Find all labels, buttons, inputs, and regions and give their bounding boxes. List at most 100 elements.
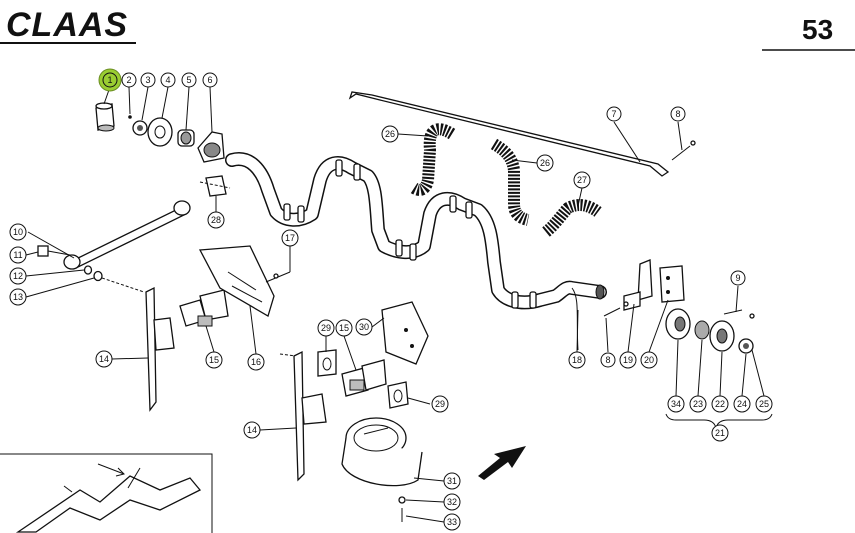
part-13-nut <box>93 270 145 293</box>
callout-13[interactable]: 13 <box>9 288 27 306</box>
part-20-hinge <box>659 265 685 303</box>
callout-20[interactable]: 20 <box>640 351 658 369</box>
inset-detail <box>0 453 213 533</box>
svg-text:29: 29 <box>321 323 331 333</box>
callout-29-upper[interactable]: 29 <box>317 319 335 337</box>
callout-1-highlight <box>98 68 122 92</box>
callout-19[interactable]: 19 <box>619 351 637 369</box>
callout-14-left[interactable]: 14 <box>95 350 113 368</box>
svg-text:3: 3 <box>145 75 150 85</box>
callout-14-middle[interactable]: 14 <box>243 421 261 439</box>
callout-18[interactable]: 18 <box>568 351 586 369</box>
svg-text:1: 1 <box>107 75 112 85</box>
callout-8-right[interactable]: 8 <box>600 352 616 368</box>
part-8-bolt-right <box>603 301 629 317</box>
part-1-bushing <box>95 102 115 132</box>
direction-arrow <box>478 446 526 480</box>
callout-12[interactable]: 12 <box>9 267 27 285</box>
callout-7[interactable]: 7 <box>606 106 622 122</box>
svg-text:22: 22 <box>715 399 725 409</box>
callout-6[interactable]: 6 <box>202 72 218 88</box>
part-9-bolts <box>723 309 755 319</box>
callout-31[interactable]: 31 <box>443 472 461 490</box>
callout-2[interactable]: 2 <box>121 72 137 88</box>
callout-33[interactable]: 33 <box>443 513 461 531</box>
svg-text:23: 23 <box>693 399 703 409</box>
callout-17[interactable]: 17 <box>281 229 299 247</box>
svg-text:2: 2 <box>126 75 131 85</box>
callout-24[interactable]: 24 <box>733 395 751 413</box>
part-6-housing <box>197 131 225 163</box>
part-10-rod <box>63 200 191 270</box>
callout-3[interactable]: 3 <box>140 72 156 88</box>
svg-text:14: 14 <box>99 354 109 364</box>
svg-text:16: 16 <box>251 357 261 367</box>
part-32-washer <box>398 496 406 504</box>
callout-16[interactable]: 16 <box>247 353 265 371</box>
callout-5[interactable]: 5 <box>181 72 197 88</box>
part-29-pad-upper <box>317 349 337 377</box>
svg-text:15: 15 <box>339 323 349 333</box>
part-26-hose-a <box>410 123 456 196</box>
svg-text:9: 9 <box>735 273 740 283</box>
callout-34[interactable]: 34 <box>667 395 685 413</box>
page-number: 53 <box>802 14 833 45</box>
callout-leaders <box>25 86 765 523</box>
svg-text:13: 13 <box>13 292 23 302</box>
callout-4[interactable]: 4 <box>160 72 176 88</box>
part-14-bracket-middle <box>279 350 327 482</box>
svg-text:26: 26 <box>385 129 395 139</box>
callout-15-left[interactable]: 15 <box>205 351 223 369</box>
part-22-flange <box>709 320 735 352</box>
svg-text:4: 4 <box>165 75 170 85</box>
callout-25[interactable]: 25 <box>755 395 773 413</box>
part-12-washer <box>83 265 93 275</box>
svg-text:26: 26 <box>540 158 550 168</box>
svg-text:10: 10 <box>13 227 23 237</box>
svg-text:15: 15 <box>209 355 219 365</box>
part-29-pad-lower <box>387 381 409 409</box>
part-4-flange <box>147 117 173 147</box>
part-23-bearing <box>694 320 710 340</box>
callout-1[interactable]: 1 <box>102 72 118 88</box>
callout-30[interactable]: 30 <box>355 318 373 336</box>
callout-29-lower[interactable]: 29 <box>431 395 449 413</box>
callout-32[interactable]: 32 <box>443 493 461 511</box>
part-15-blocks-left <box>179 289 229 327</box>
svg-text:29: 29 <box>435 399 445 409</box>
part-24-collar <box>738 338 754 354</box>
part-27-hose <box>542 199 602 237</box>
svg-text:20: 20 <box>644 355 654 365</box>
svg-text:11: 11 <box>13 250 22 260</box>
callout-9[interactable]: 9 <box>730 270 746 286</box>
part-14-bracket-left <box>145 286 175 412</box>
brand-logo: CLAAS <box>6 6 128 44</box>
svg-text:5: 5 <box>186 75 191 85</box>
header: CLAAS 53 <box>0 6 855 51</box>
part-31-sleeve <box>341 417 423 487</box>
callout-26-right[interactable]: 26 <box>536 154 554 172</box>
parts <box>0 91 773 533</box>
callout-21[interactable]: 21 <box>711 424 729 442</box>
part-2-pin <box>128 115 132 119</box>
callout-11[interactable]: 11 <box>9 246 27 264</box>
svg-text:6: 6 <box>207 75 212 85</box>
callout-8-top[interactable]: 8 <box>670 106 686 122</box>
callout-23[interactable]: 23 <box>689 395 707 413</box>
svg-text:8: 8 <box>675 109 680 119</box>
part-34-housing <box>665 308 691 340</box>
part-8-bolt-top <box>671 140 696 161</box>
callout-10[interactable]: 10 <box>9 223 27 241</box>
part-15-blocks-middle <box>341 359 387 397</box>
svg-text:19: 19 <box>623 355 633 365</box>
callout-28[interactable]: 28 <box>207 211 225 229</box>
callout-15-middle[interactable]: 15 <box>335 319 353 337</box>
callout-27[interactable]: 27 <box>573 171 591 189</box>
callout-22[interactable]: 22 <box>711 395 729 413</box>
part-17-screw <box>265 271 291 283</box>
svg-text:12: 12 <box>13 271 23 281</box>
callout-26-left[interactable]: 26 <box>381 125 399 143</box>
part-3-bearing <box>132 120 148 136</box>
svg-text:34: 34 <box>671 399 681 409</box>
svg-text:33: 33 <box>447 517 457 527</box>
